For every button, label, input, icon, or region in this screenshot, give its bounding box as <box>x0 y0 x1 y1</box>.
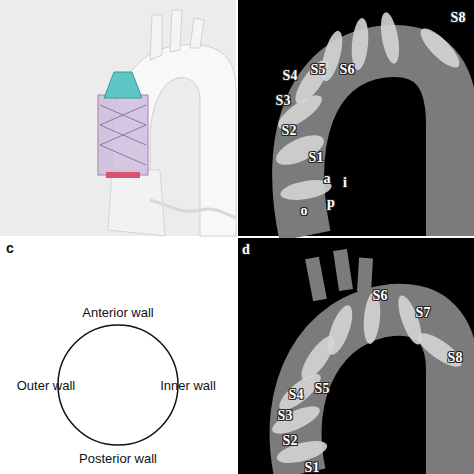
segment-label: p <box>327 196 335 210</box>
vessel-cross-section <box>58 325 178 445</box>
segment-label: S3 <box>278 409 293 423</box>
segment-label: S2 <box>282 124 297 138</box>
segment-label: o <box>301 204 308 218</box>
valve-leaflets <box>104 72 142 98</box>
segment-label: S2 <box>283 434 298 448</box>
segment-label: S7 <box>416 306 431 320</box>
stent-struts <box>100 105 146 165</box>
segment-label: S5 <box>311 63 326 77</box>
segment-label: a <box>324 172 331 186</box>
valve-skirt <box>106 172 140 178</box>
segment-label: S8 <box>448 351 463 365</box>
segment-label: S5 <box>315 382 330 396</box>
wall-label: Posterior wall <box>79 452 157 465</box>
segment-label: S6 <box>340 63 355 77</box>
wall-label: Inner wall <box>160 379 216 392</box>
segment-label: S1 <box>309 151 324 165</box>
segment-label: S4 <box>283 69 298 83</box>
segment-label: S1 <box>305 461 320 474</box>
panel-letter: c <box>6 241 14 255</box>
panel-a-background <box>0 0 236 236</box>
panel-b-background <box>238 0 474 236</box>
wall-label: Outer wall <box>17 379 76 392</box>
segment-label: S6 <box>373 289 388 303</box>
segment-label: S3 <box>276 94 291 108</box>
wall-label: Anterior wall <box>82 306 154 319</box>
segment-label: d <box>242 243 250 257</box>
coronary-artery <box>150 200 236 218</box>
arch-branches <box>312 250 366 300</box>
segment-label: S4 <box>289 388 304 402</box>
segment-label: i <box>343 176 347 190</box>
cross-section-planes <box>269 291 467 467</box>
valve-frame <box>98 95 148 175</box>
panel-d-background <box>238 238 474 474</box>
segment-label: S8 <box>451 11 466 25</box>
arch-branches <box>150 10 204 60</box>
cross-section-planes <box>272 11 465 203</box>
